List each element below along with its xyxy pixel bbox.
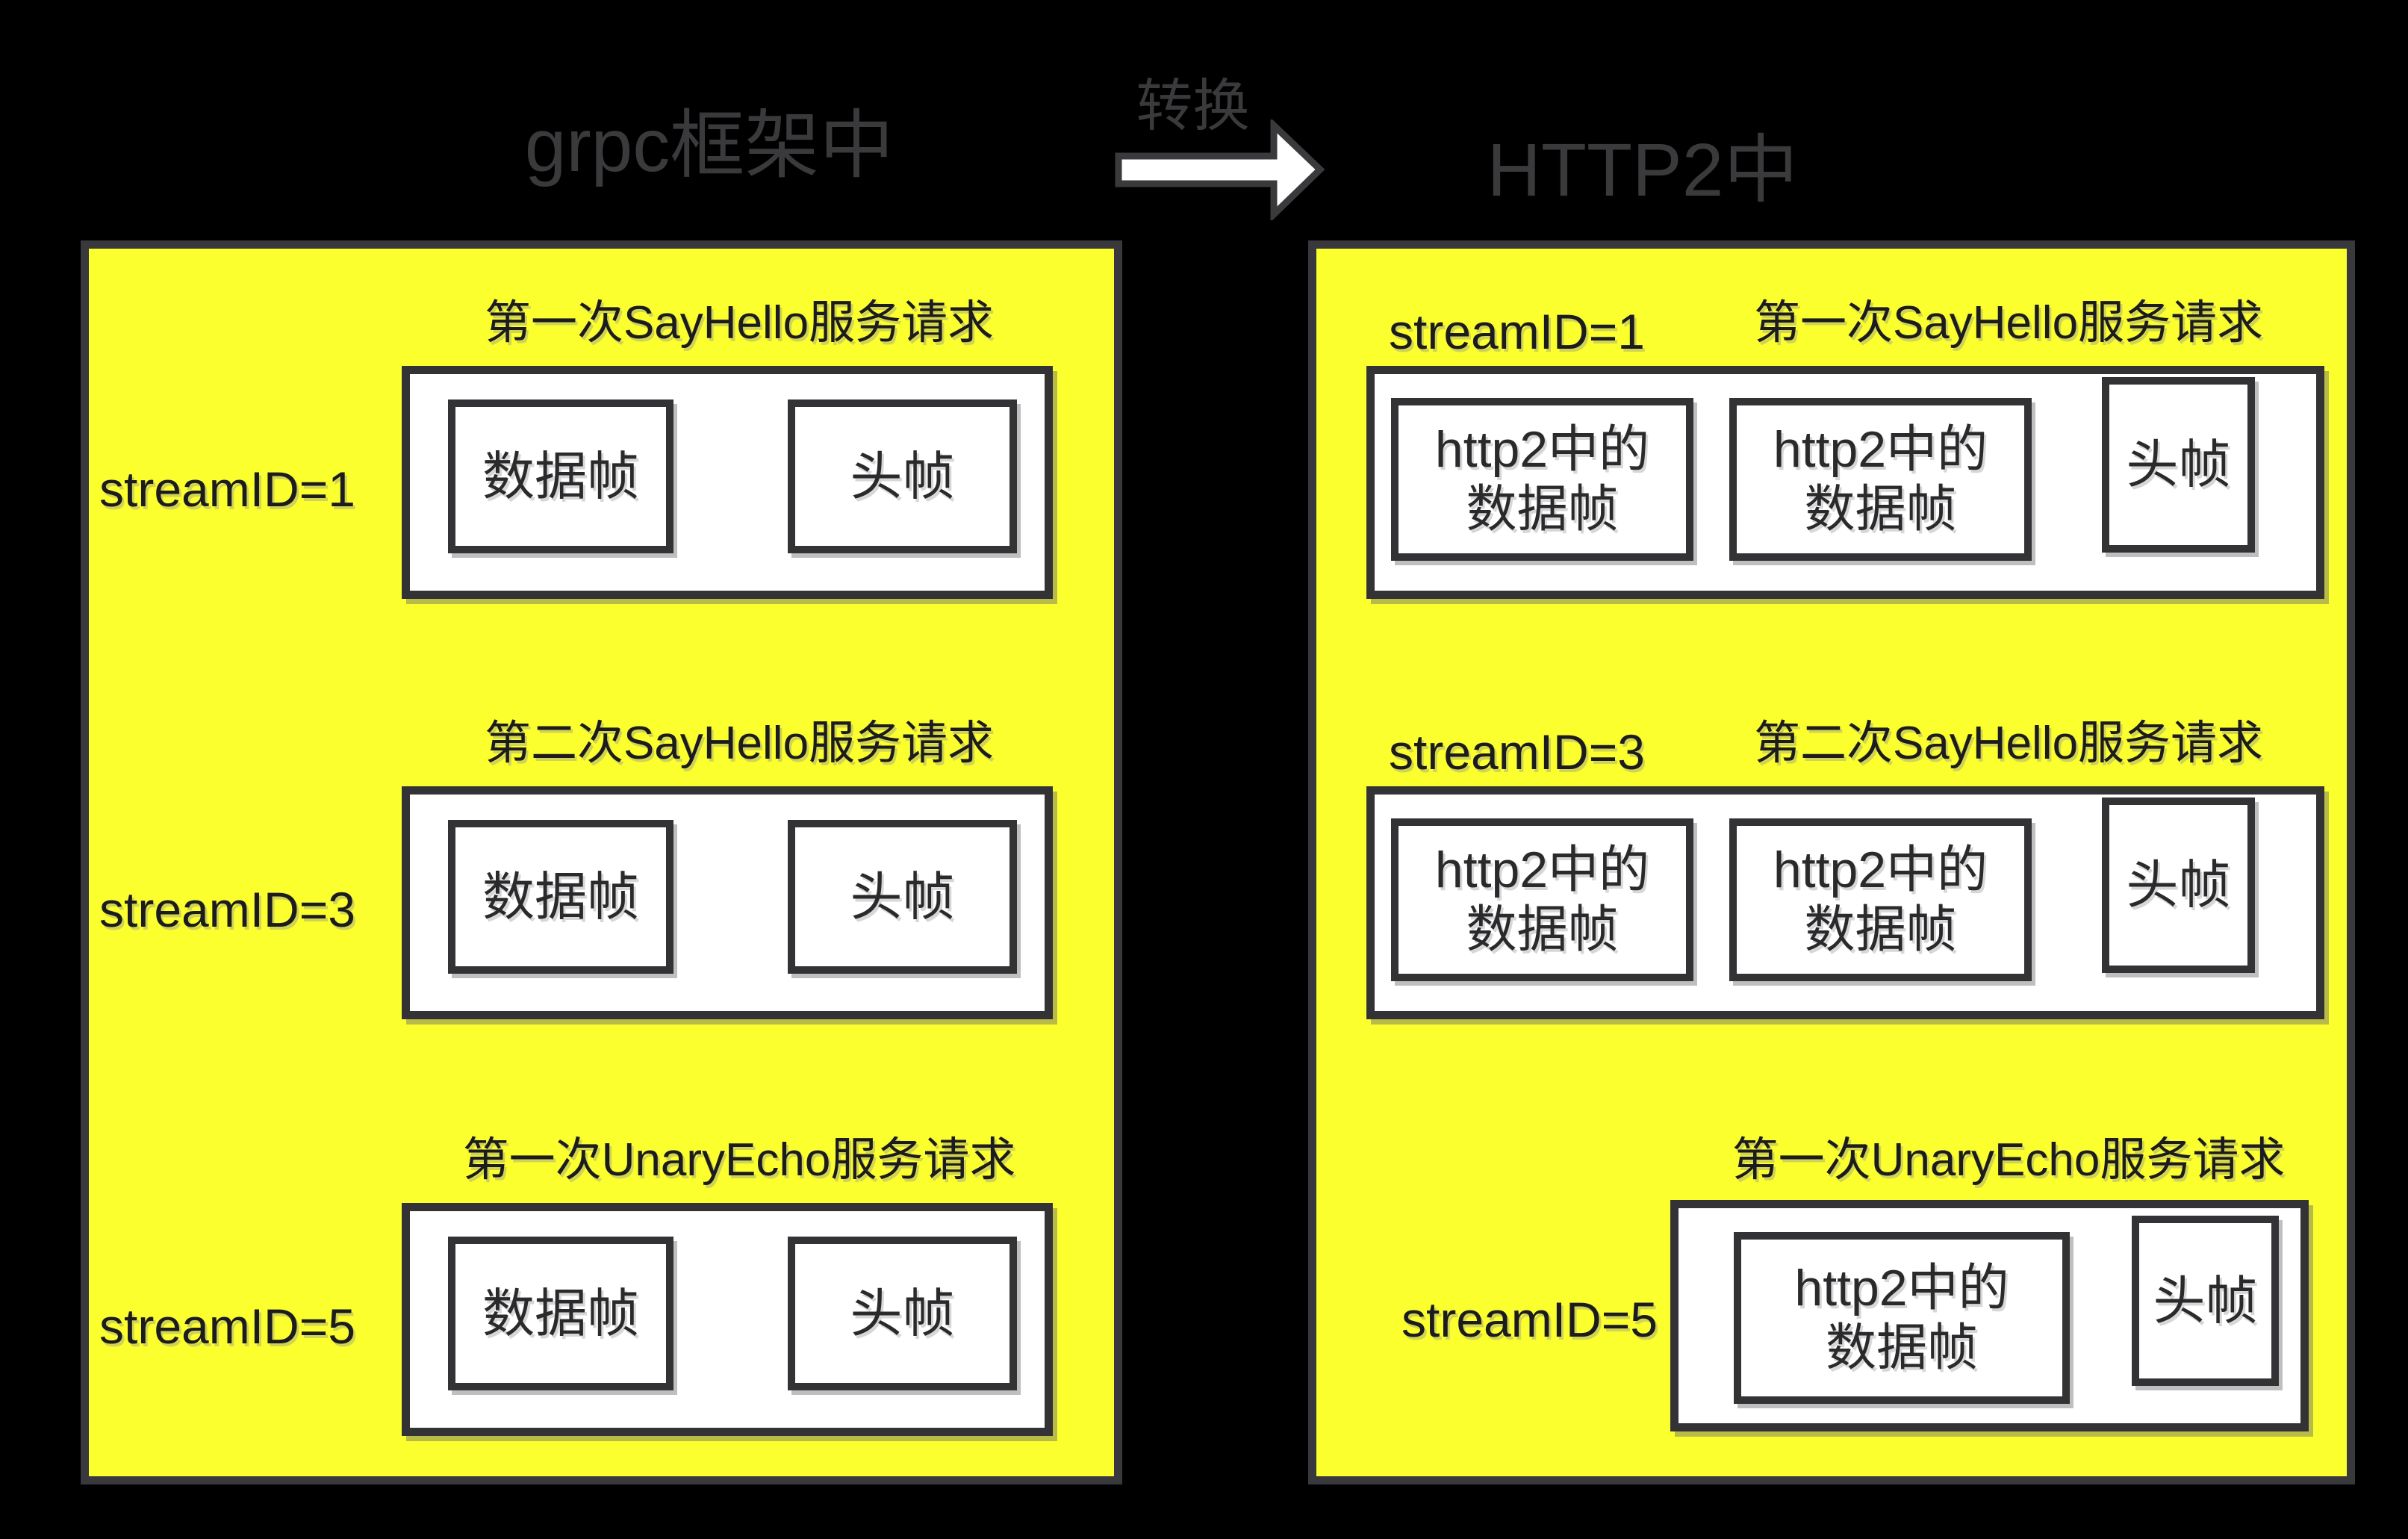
request-title: 第一次UnaryEcho服务请求 <box>462 1134 1016 1186</box>
header-frame-box: 头帧 <box>788 399 1017 553</box>
request-title: 第一次SayHello服务请求 <box>1753 297 2264 349</box>
http2-row-stream5: 第一次UnaryEcho服务请求 streamID=5 http2中的 数据帧 … <box>1308 1132 2355 1490</box>
data-frame-box: 数据帧 <box>448 820 673 974</box>
http2-data-frame-box: http2中的 数据帧 <box>1729 818 2032 981</box>
stream-id-label: streamID=5 <box>99 1299 355 1354</box>
header-frame-box: 头帧 <box>788 1237 1017 1390</box>
stream-id-label: streamID=1 <box>99 461 355 517</box>
stream-id-label: streamID=3 <box>1389 724 1645 780</box>
header-frame-box: 头帧 <box>2102 798 2255 973</box>
http2-data-frame-box: http2中的 数据帧 <box>1391 398 1693 561</box>
stream-id-label: streamID=1 <box>1389 304 1645 359</box>
stream-id-label: streamID=3 <box>99 882 355 937</box>
http2-data-frame-box: http2中的 数据帧 <box>1729 398 2032 561</box>
data-frame-box: 数据帧 <box>448 399 673 553</box>
request-title: 第一次UnaryEcho服务请求 <box>1732 1134 2286 1186</box>
request-title: 第二次SayHello服务请求 <box>1753 718 2264 769</box>
data-frame-box: 数据帧 <box>448 1237 673 1390</box>
http2-data-frame-box: http2中的 数据帧 <box>1734 1232 2070 1404</box>
conversion-arrow-label: 转换 <box>1136 75 1250 138</box>
grpc-row-stream1: 第一次SayHello服务请求 streamID=1 数据帧 头帧 <box>81 295 1122 653</box>
stream-id-label: streamID=5 <box>1401 1292 1658 1347</box>
request-title: 第二次SayHello服务请求 <box>484 718 995 769</box>
header-frame-box: 头帧 <box>2132 1216 2279 1386</box>
grpc-row-stream5: 第一次UnaryEcho服务请求 streamID=5 数据帧 头帧 <box>81 1132 1122 1490</box>
grpc-section-title: grpc框架中 <box>524 104 895 187</box>
request-title: 第一次SayHello服务请求 <box>484 297 995 349</box>
http2-data-frame-box: http2中的 数据帧 <box>1391 818 1693 981</box>
grpc-row-stream3: 第二次SayHello服务请求 streamID=3 数据帧 头帧 <box>81 715 1122 1074</box>
http2-section-title: HTTP2中 <box>1487 128 1799 212</box>
header-frame-box: 头帧 <box>788 820 1017 974</box>
header-frame-box: 头帧 <box>2102 377 2255 553</box>
http2-row-stream3: streamID=3 第二次SayHello服务请求 http2中的 数据帧 h… <box>1308 715 2355 1074</box>
conversion-right-arrow-icon <box>1114 117 1327 223</box>
http2-row-stream1: streamID=1 第一次SayHello服务请求 http2中的 数据帧 h… <box>1308 295 2355 653</box>
